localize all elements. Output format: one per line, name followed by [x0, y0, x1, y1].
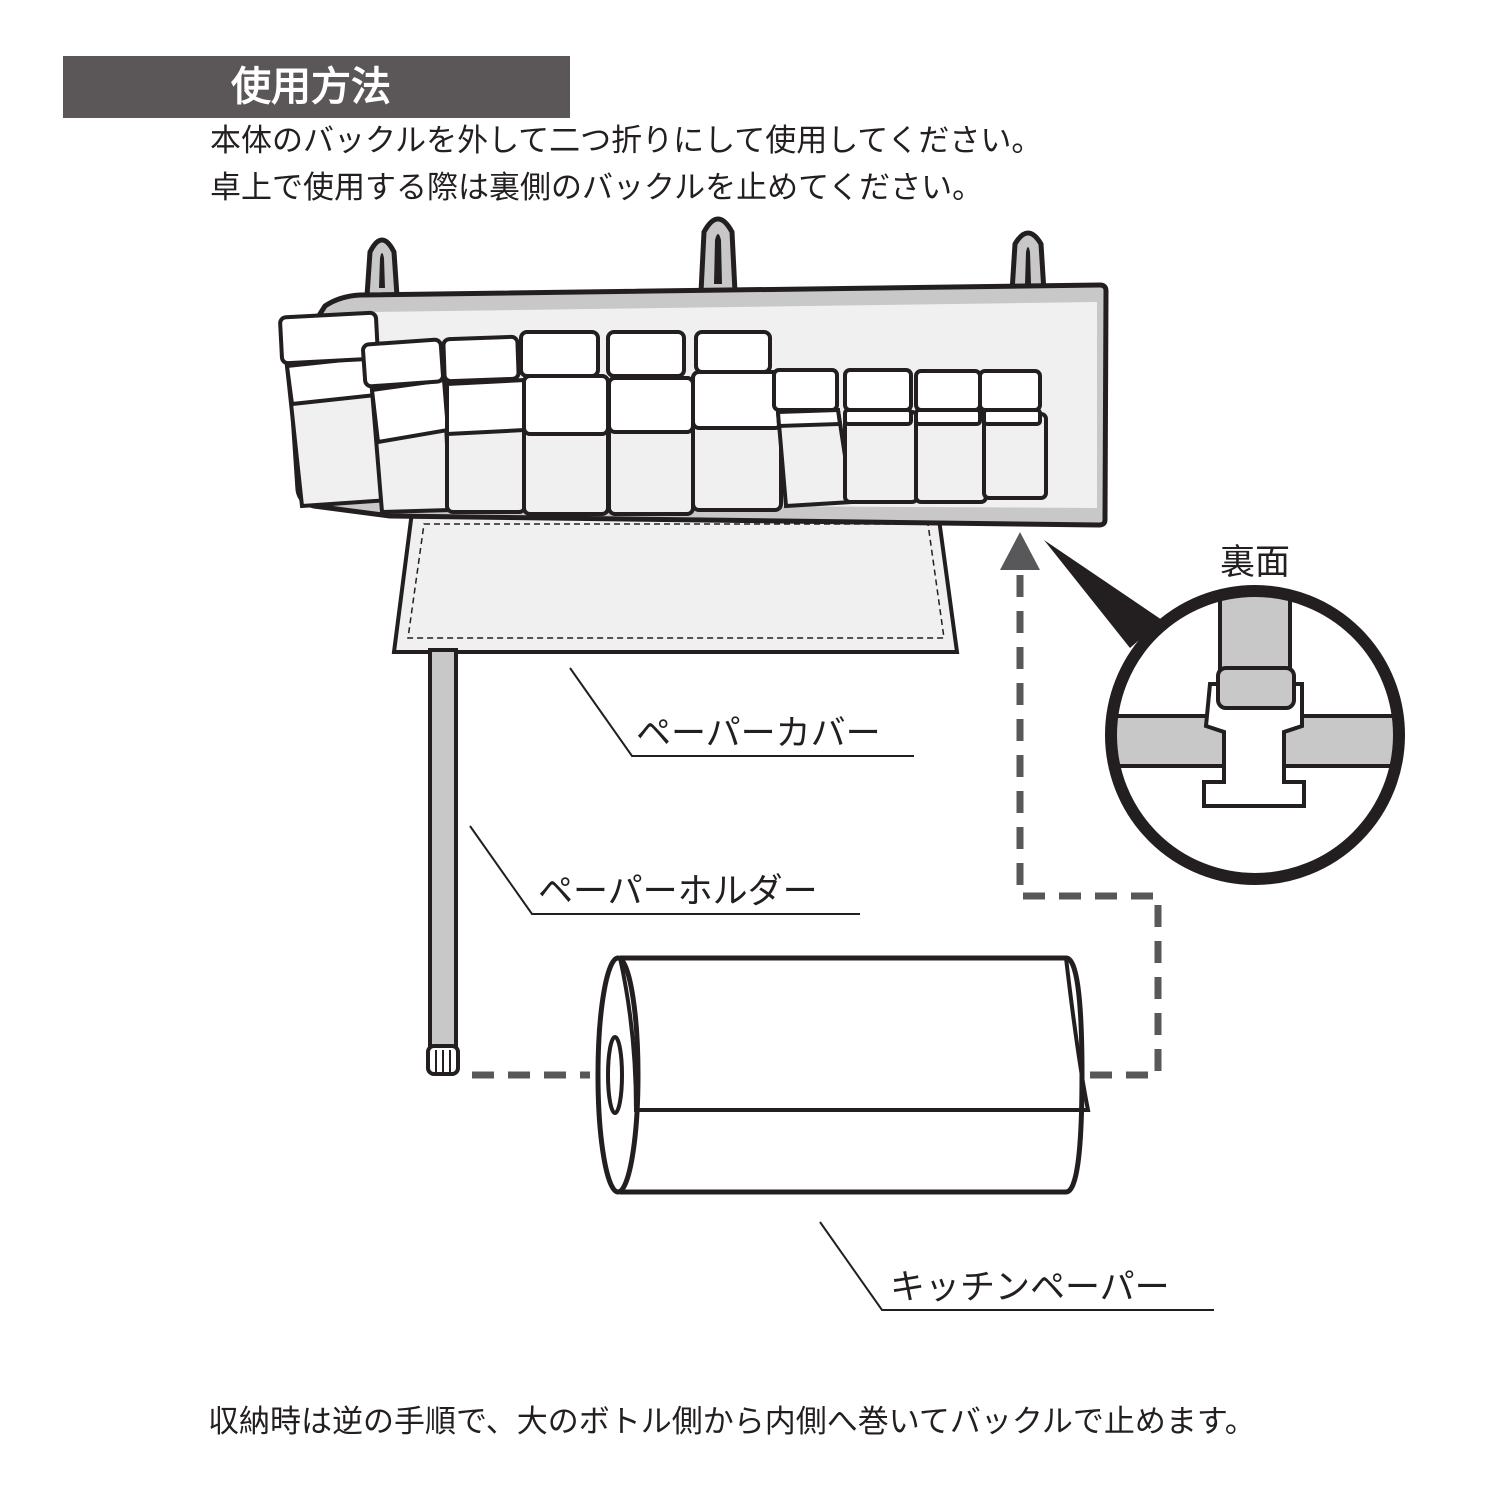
- label-back-side: 裏面: [1220, 543, 1290, 583]
- bottle: [441, 334, 527, 514]
- bottle-rack: [278, 310, 1048, 516]
- back-side-callout: [1044, 540, 1405, 885]
- paper-holder-rod: [426, 648, 460, 1076]
- hook-center: [698, 216, 738, 295]
- hook-left: [364, 237, 400, 299]
- hook-right: [1009, 230, 1047, 295]
- instruction-line-2: 卓上で使用する際は裏側のバックルを止めてください。: [210, 170, 984, 206]
- title-bar: 使用方法: [63, 56, 570, 118]
- leader-lines: [469, 667, 1214, 1311]
- label-kitchen-paper: キッチンペーパー: [890, 1268, 1170, 1308]
- bottle: [519, 330, 610, 516]
- page-title: 使用方法: [231, 64, 391, 110]
- kitchen-paper-roll: [595, 955, 1091, 1195]
- instruction-line-1: 本体のバックルを外して二つ折りにして使用してください。: [210, 123, 1043, 159]
- bottle: [978, 369, 1048, 500]
- paper-cover-panel: [391, 510, 960, 654]
- bottle: [914, 369, 988, 504]
- bottle: [843, 368, 919, 504]
- storage-note: 収納時は逆の手順で、大のボトル側から内側へ巻いてバックルで止めます。: [208, 1404, 1256, 1440]
- bottle: [361, 337, 453, 515]
- label-paper-holder: ペーパーホルダー: [538, 872, 818, 912]
- bottle: [691, 330, 783, 512]
- label-paper-cover: ペーパーカバー: [636, 714, 881, 754]
- bottle: [606, 330, 695, 516]
- assembly-guide-arrow: [472, 532, 1162, 1079]
